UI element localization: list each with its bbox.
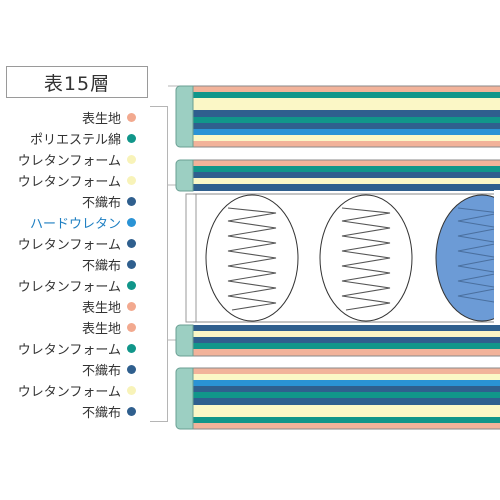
- bottom-panel: [175, 367, 500, 430]
- legend-color-dot: [127, 364, 136, 374]
- legend-item: 表生地: [82, 317, 136, 337]
- legend-color-dot: [127, 133, 136, 143]
- legend-item: 不織布: [82, 401, 136, 421]
- legend-item: ウレタンフォーム: [18, 233, 136, 253]
- pocket-coil: [319, 194, 413, 322]
- legend-item: ウレタンフォーム: [18, 149, 136, 169]
- legend-label: ウレタンフォーム: [17, 237, 121, 253]
- legend-color-dot: [127, 217, 136, 227]
- legend-bracket: [150, 106, 168, 422]
- layer-count-title: 表15層: [6, 66, 148, 98]
- legend-item: ウレタンフォーム: [18, 380, 136, 400]
- coil-spring: [227, 207, 277, 311]
- legend-color-dot: [127, 322, 136, 332]
- legend-label: 表生地: [81, 111, 121, 127]
- legend-label: ウレタンフォーム: [17, 279, 121, 295]
- legend-color-dot: [127, 301, 136, 311]
- legend-label: ウレタンフォーム: [17, 153, 121, 169]
- legend-color-dot: [127, 259, 136, 269]
- legend-item: 不織布: [82, 359, 136, 379]
- legend-label: ウレタンフォーム: [17, 174, 121, 190]
- legend-label: 不織布: [81, 195, 121, 211]
- top-panel: [175, 85, 500, 148]
- legend-item: ポリエステル綿: [30, 128, 136, 148]
- legend-label: 表生地: [81, 300, 121, 316]
- upper-support-panel: [175, 159, 500, 192]
- legend-color-dot: [127, 175, 136, 185]
- legend-item: ウレタンフォーム: [18, 338, 136, 358]
- legend-item: ハードウレタン: [30, 212, 136, 232]
- legend-color-dot: [127, 280, 136, 290]
- legend-item: ウレタンフォーム: [18, 170, 136, 190]
- legend-item: 不織布: [82, 254, 136, 274]
- legend-label: ウレタンフォーム: [17, 342, 121, 358]
- legend-color-dot: [127, 112, 136, 122]
- legend-color-dot: [127, 238, 136, 248]
- legend-item: 不織布: [82, 191, 136, 211]
- legend-color-dot: [127, 385, 136, 395]
- coil-spring: [341, 207, 391, 311]
- legend-item: ウレタンフォーム: [18, 275, 136, 295]
- spring-section: [185, 190, 500, 330]
- pocket-coil: [205, 194, 299, 322]
- legend-item: 表生地: [82, 107, 136, 127]
- legend-color-dot: [127, 406, 136, 416]
- lower-support-panel: [175, 324, 500, 357]
- legend-color-dot: [127, 196, 136, 206]
- legend-label: 不織布: [81, 363, 121, 379]
- legend-label: 不織布: [81, 405, 121, 421]
- coil-spring: [457, 207, 500, 304]
- legend-color-dot: [127, 343, 136, 353]
- legend-label: ウレタンフォーム: [17, 384, 121, 400]
- legend-label: ポリエステル綿: [29, 132, 121, 148]
- legend-label: 不織布: [81, 258, 121, 274]
- legend-label: ハードウレタン: [29, 216, 121, 232]
- legend-color-dot: [127, 154, 136, 164]
- legend-label: 表生地: [81, 321, 121, 337]
- legend-item: 表生地: [82, 296, 136, 316]
- pocket-coil-highlighted: [435, 194, 500, 322]
